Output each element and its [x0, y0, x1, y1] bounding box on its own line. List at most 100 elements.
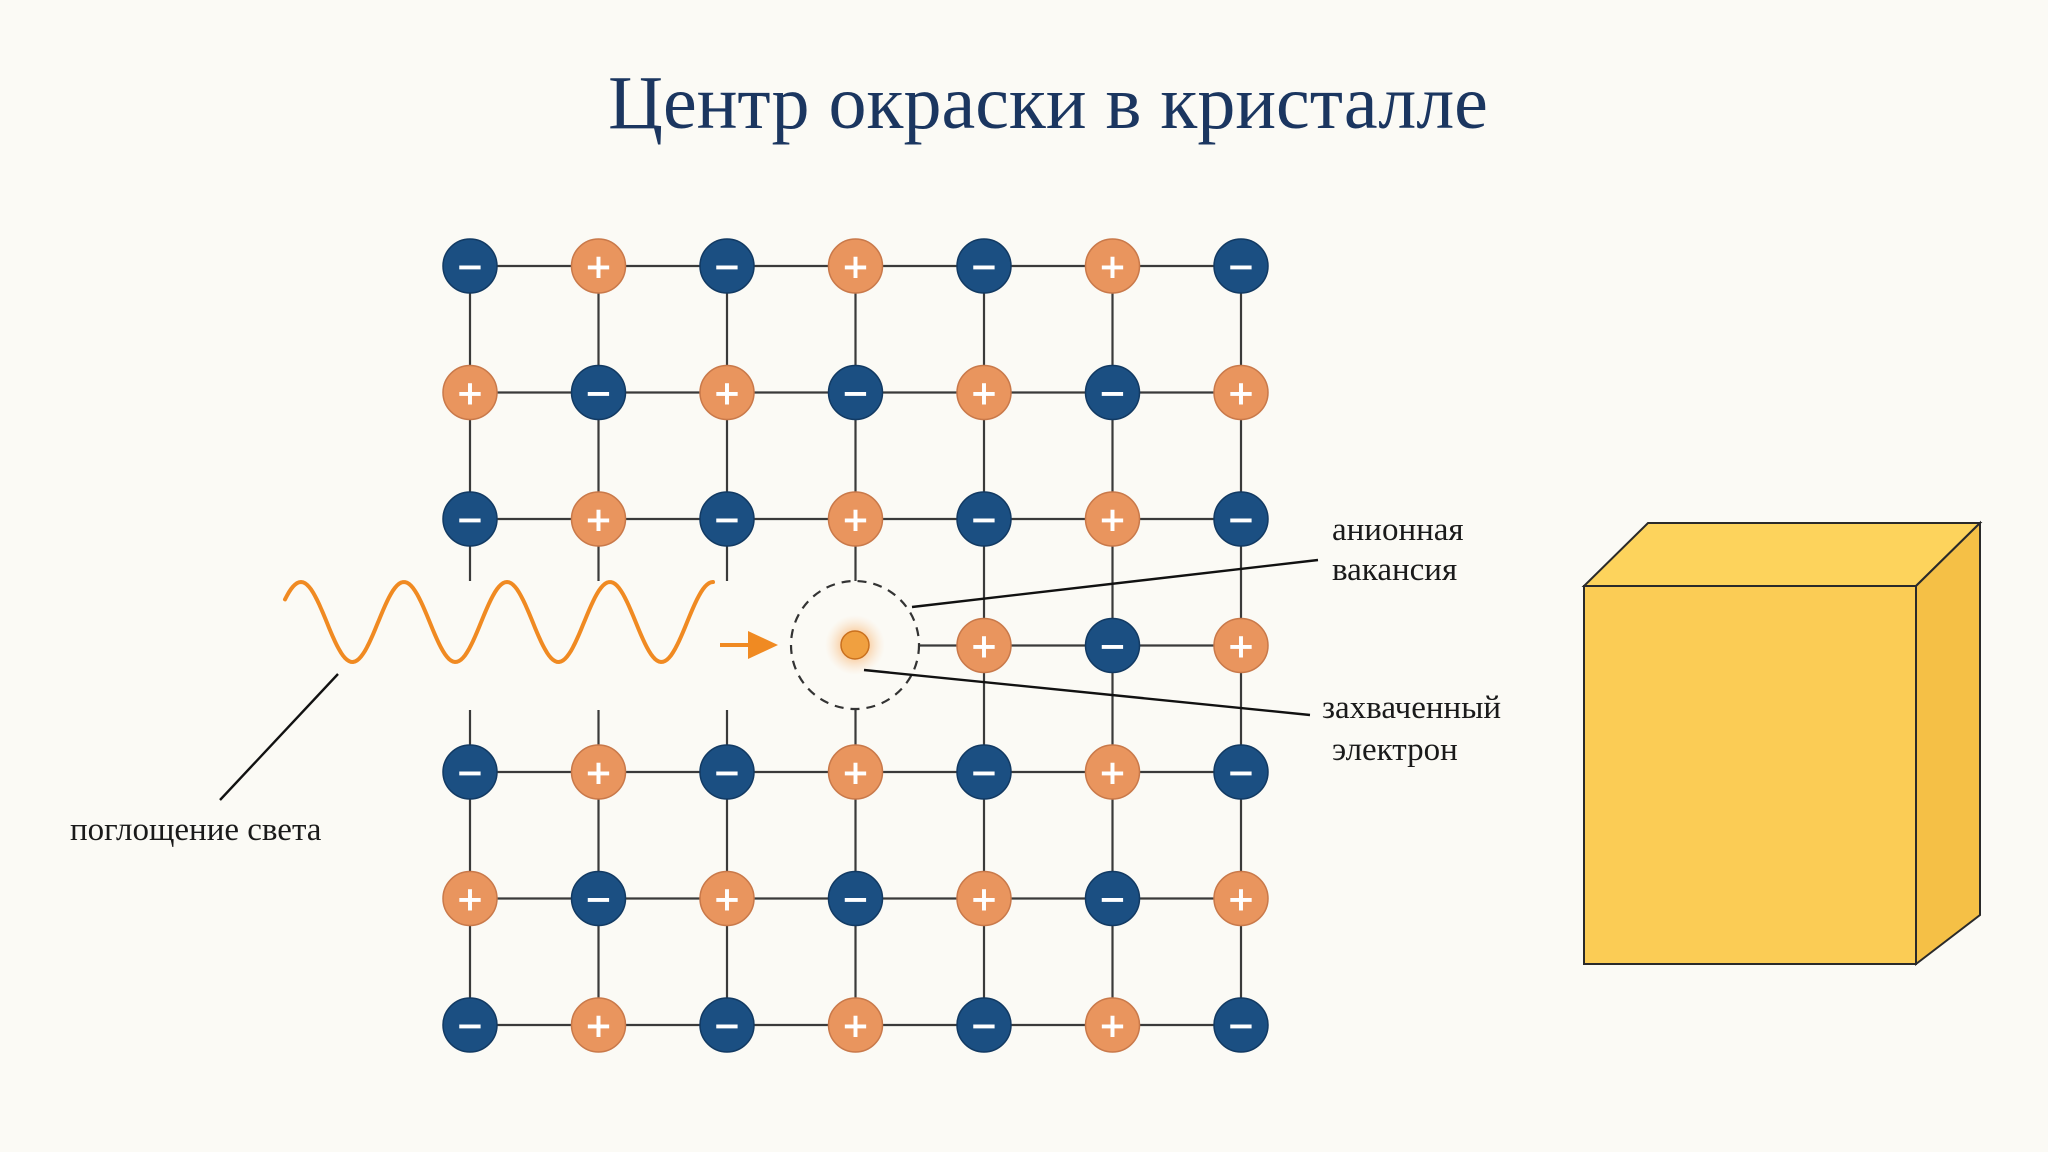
anion-circle [699, 238, 755, 294]
anion-circle [827, 364, 884, 421]
cation: + [570, 744, 627, 800]
anion: − [699, 238, 755, 294]
cation: + [1084, 997, 1141, 1053]
cation: + [1213, 617, 1269, 674]
anion-circle [1213, 744, 1269, 800]
cation: + [570, 997, 627, 1053]
cation-sign: + [1098, 753, 1127, 793]
anion-circle [1084, 617, 1141, 674]
cation: + [1084, 238, 1141, 294]
anion-circle [442, 238, 498, 294]
cation-sign: + [584, 753, 613, 793]
anion: − [442, 238, 498, 294]
cation-circle [1084, 491, 1141, 547]
cation: + [699, 364, 755, 421]
anion-circle [827, 870, 884, 927]
anion: − [570, 870, 627, 927]
anion-sign: − [841, 374, 870, 414]
light-wave [283, 579, 715, 665]
anion: − [827, 870, 884, 927]
anion-sign: − [1098, 627, 1127, 667]
anion: − [442, 997, 498, 1053]
cation: + [1213, 364, 1269, 421]
trapped-electron [840, 630, 870, 660]
cation-circle [827, 997, 884, 1053]
anion-sign: − [713, 500, 742, 540]
cube-top-face [1581, 522, 1983, 587]
cation: + [956, 364, 1012, 421]
cation: + [827, 744, 884, 800]
anion: − [1084, 870, 1141, 927]
light-arrow [720, 631, 778, 659]
cation-sign: + [1227, 627, 1256, 667]
anion-sign: − [1098, 880, 1127, 920]
cation-circle [442, 364, 498, 421]
electron-label-line2: электрон [1332, 732, 1458, 768]
anion: − [699, 744, 755, 800]
cation-sign: + [584, 1006, 613, 1046]
cation-sign: + [584, 500, 613, 540]
cation: + [956, 870, 1012, 927]
anion-sign: − [584, 880, 613, 920]
anion-sign: − [456, 1006, 485, 1046]
cation-circle [570, 744, 627, 800]
cation-circle [1213, 870, 1269, 927]
anion-sign: − [970, 1006, 999, 1046]
anion-sign: − [1098, 374, 1127, 414]
anion-sign: − [584, 374, 613, 414]
cation-sign: + [970, 627, 999, 667]
anion-circle [699, 997, 755, 1053]
anion: − [699, 997, 755, 1053]
anion-sign: − [1227, 753, 1256, 793]
cation: + [699, 870, 755, 927]
anion-circle [1213, 238, 1269, 294]
vacancy-label-line1: анионная [1332, 512, 1464, 548]
page-title: Центр окраски в кристалле [608, 61, 1488, 145]
cation-circle [570, 997, 627, 1053]
cation-circle [956, 617, 1012, 674]
cation-sign: + [713, 880, 742, 920]
cation-sign: + [713, 374, 742, 414]
anion-circle [1084, 870, 1141, 927]
anion: − [1213, 491, 1269, 547]
anion-circle [442, 997, 498, 1053]
anion: − [1213, 997, 1269, 1053]
cation: + [570, 238, 627, 294]
anion-sign: − [1227, 1006, 1256, 1046]
cation-sign: + [1098, 500, 1127, 540]
anion-sign: − [970, 753, 999, 793]
anion: − [956, 997, 1012, 1053]
cation-sign: + [456, 374, 485, 414]
cation-circle [827, 491, 884, 547]
anion-circle [1213, 997, 1269, 1053]
lattice-ions: − + − + − + − + − + − + − + − + − + − + − + − + − + − + − + − + − + − + − + − +… [442, 238, 1269, 1053]
light-callout-line [219, 673, 339, 801]
anion-sign: − [456, 500, 485, 540]
anion: − [442, 744, 498, 800]
vacancy-callout-line [911, 558, 1319, 609]
anion-sign: − [970, 500, 999, 540]
cation-circle [1213, 617, 1269, 674]
anion-circle [699, 491, 755, 547]
anion-circle [570, 870, 627, 927]
cation-sign: + [841, 1006, 870, 1046]
cation-sign: + [1098, 1006, 1127, 1046]
cation-sign: + [456, 880, 485, 920]
anion-sign: − [456, 247, 485, 287]
cation-circle [570, 238, 627, 294]
anion-circle [1213, 491, 1269, 547]
cation-circle [1084, 997, 1141, 1053]
cation: + [956, 617, 1012, 674]
cation: + [827, 491, 884, 547]
anion: − [1213, 744, 1269, 800]
electron-callout-line [863, 668, 1311, 717]
cation: + [827, 238, 884, 294]
anion-sign: − [1227, 247, 1256, 287]
anion-circle [956, 238, 1012, 294]
anion-sign: − [456, 753, 485, 793]
cation-circle [442, 870, 498, 927]
cation-sign: + [1098, 247, 1127, 287]
cation-circle [956, 870, 1012, 927]
vacancy-outline [789, 579, 921, 711]
